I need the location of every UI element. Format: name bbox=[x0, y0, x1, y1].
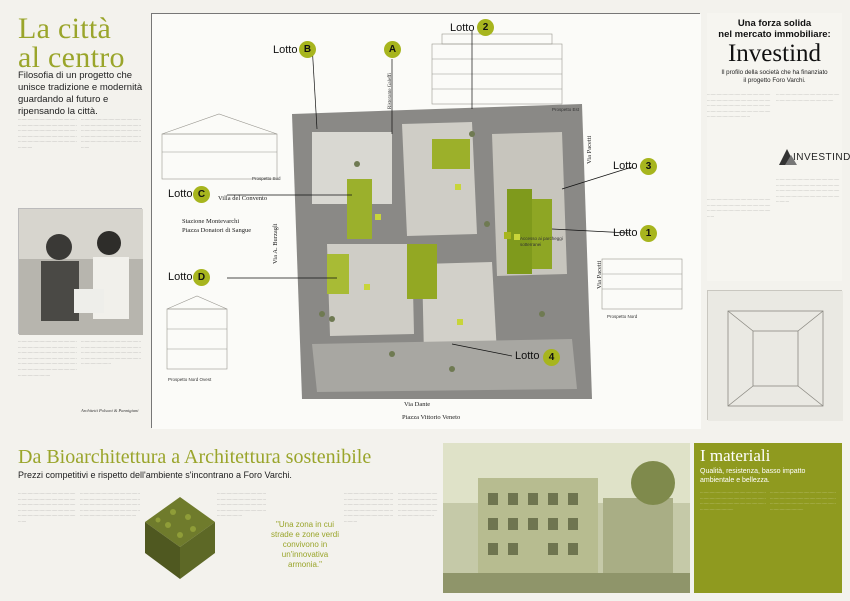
investind-text-col-3: ········································… bbox=[776, 178, 840, 205]
lotto-c-label: Lotto bbox=[168, 188, 193, 200]
investind-text-col-1: ········································… bbox=[707, 93, 771, 120]
lotto-d-label: Lotto bbox=[168, 271, 193, 283]
section-title-bioarchitettura: Da Bioarchitettura a Architettura sosten… bbox=[18, 446, 372, 468]
section2-text-col-3: ········································… bbox=[217, 492, 267, 519]
lotto-1-badge: 1 bbox=[640, 225, 657, 242]
investind-logo: INVESTIND bbox=[777, 143, 850, 173]
people-photo-illustration bbox=[19, 209, 143, 335]
lotto-2-badge: 2 bbox=[477, 19, 494, 36]
investind-text-col-2: ········································… bbox=[776, 93, 840, 103]
green-roof-render bbox=[143, 487, 217, 587]
label-prospetto-sud: Prospetto Sud bbox=[252, 176, 281, 181]
materials-text-col-2: ········································… bbox=[770, 491, 836, 512]
lotto-b-badge: B bbox=[299, 41, 316, 58]
lotto-d-badge: D bbox=[193, 269, 210, 286]
title-line-2: al centro bbox=[18, 41, 125, 74]
body-text-col-2: ········································… bbox=[81, 118, 141, 150]
lotto-a-badge: A bbox=[384, 41, 401, 58]
building-sketch-right bbox=[707, 290, 843, 421]
lotto-4-badge: 4 bbox=[543, 349, 560, 366]
label-stazione: Stazione Montevarchi bbox=[182, 218, 240, 225]
label-prospetto-est: Prospetto Est bbox=[552, 107, 580, 112]
materials-text-col-1: ········································… bbox=[700, 491, 766, 512]
lotto-c-badge: C bbox=[193, 186, 210, 203]
page-title: La città al centro bbox=[18, 12, 148, 74]
section2-text-col-1: ········································… bbox=[18, 492, 76, 524]
lotto-b-label: Lotto bbox=[273, 44, 298, 56]
title-line-1: La città bbox=[18, 12, 112, 45]
materials-panel: I materiali Qualità, resistenza, basso i… bbox=[694, 443, 842, 593]
label-via-pacetti: Via Pacetti bbox=[586, 135, 593, 164]
body-text-col-4: ········································… bbox=[81, 340, 141, 367]
investind-panel: Una forza solida nel mercato immobiliare… bbox=[707, 13, 850, 281]
pull-quote: "Una zona in cui strade e zone verdi con… bbox=[270, 520, 340, 569]
photo-caption: Architetti Polsoni & Pannigiani bbox=[81, 408, 139, 413]
site-plan-illustration bbox=[152, 14, 701, 429]
page-subtitle: Filosofia di un progetto che unisce trad… bbox=[18, 70, 143, 117]
section2-text-col-5: ········································… bbox=[398, 492, 438, 519]
building-sketch-illustration bbox=[708, 291, 843, 421]
label-prospetto-nord: Prospetto Nord bbox=[607, 314, 638, 319]
materials-title: I materiali bbox=[700, 446, 771, 465]
investind-description: Il profilo della società che ha finanzia… bbox=[721, 69, 828, 84]
investind-text-col-4: ········································… bbox=[707, 198, 771, 219]
lotto-1-label: Lotto bbox=[613, 227, 638, 239]
body-text-col-1: ········································… bbox=[18, 118, 77, 150]
section-subtitle-bioarchitettura: Prezzi competitivi e rispetto dell'ambie… bbox=[18, 470, 292, 480]
investind-name: Investind bbox=[727, 40, 822, 67]
section2-text-col-4: ········································… bbox=[344, 492, 394, 524]
investind-tagline: Una forza solida nel mercato immobiliare… bbox=[718, 18, 831, 40]
lotto-3-badge: 3 bbox=[640, 158, 657, 175]
investind-logo-icon bbox=[779, 149, 797, 165]
section2-text-col-2: ········································… bbox=[80, 492, 140, 519]
label-prospetto-nord-ovest: Prospetto Nord Ovest bbox=[168, 377, 212, 382]
materials-subtitle: Qualità, resistenza, basso impatto ambie… bbox=[700, 468, 806, 484]
label-via-pacetti-2: Via Pacetti bbox=[596, 260, 603, 289]
building-photo-illustration bbox=[443, 443, 690, 593]
building-photo bbox=[443, 443, 690, 593]
label-via-burzagli: Via A. Burzagli bbox=[272, 223, 279, 264]
label-ristorante: Ristorante Galeffi bbox=[388, 73, 393, 109]
label-villa: Villa del Convento bbox=[218, 195, 268, 202]
site-map: Lotto 2 Lotto B A Lotto 3 Lotto C Lotto … bbox=[151, 13, 701, 429]
lotto-2-label: Lotto bbox=[450, 22, 475, 34]
parking-note: Accesso ai parcheggi sotterranei bbox=[520, 236, 563, 247]
body-text-col-3: ········································… bbox=[18, 340, 77, 378]
label-piazza-varchi: Piazza Vittorio Veneto bbox=[402, 414, 461, 421]
architects-photo bbox=[18, 208, 143, 335]
label-piazza-donatori: Piazza Donatori di Sangue bbox=[182, 227, 252, 234]
label-via-dante: Via Dante bbox=[404, 401, 431, 408]
green-roof-illustration bbox=[145, 497, 215, 579]
lotto-3-label: Lotto bbox=[613, 160, 638, 172]
lotto-4-label: Lotto bbox=[515, 350, 540, 362]
